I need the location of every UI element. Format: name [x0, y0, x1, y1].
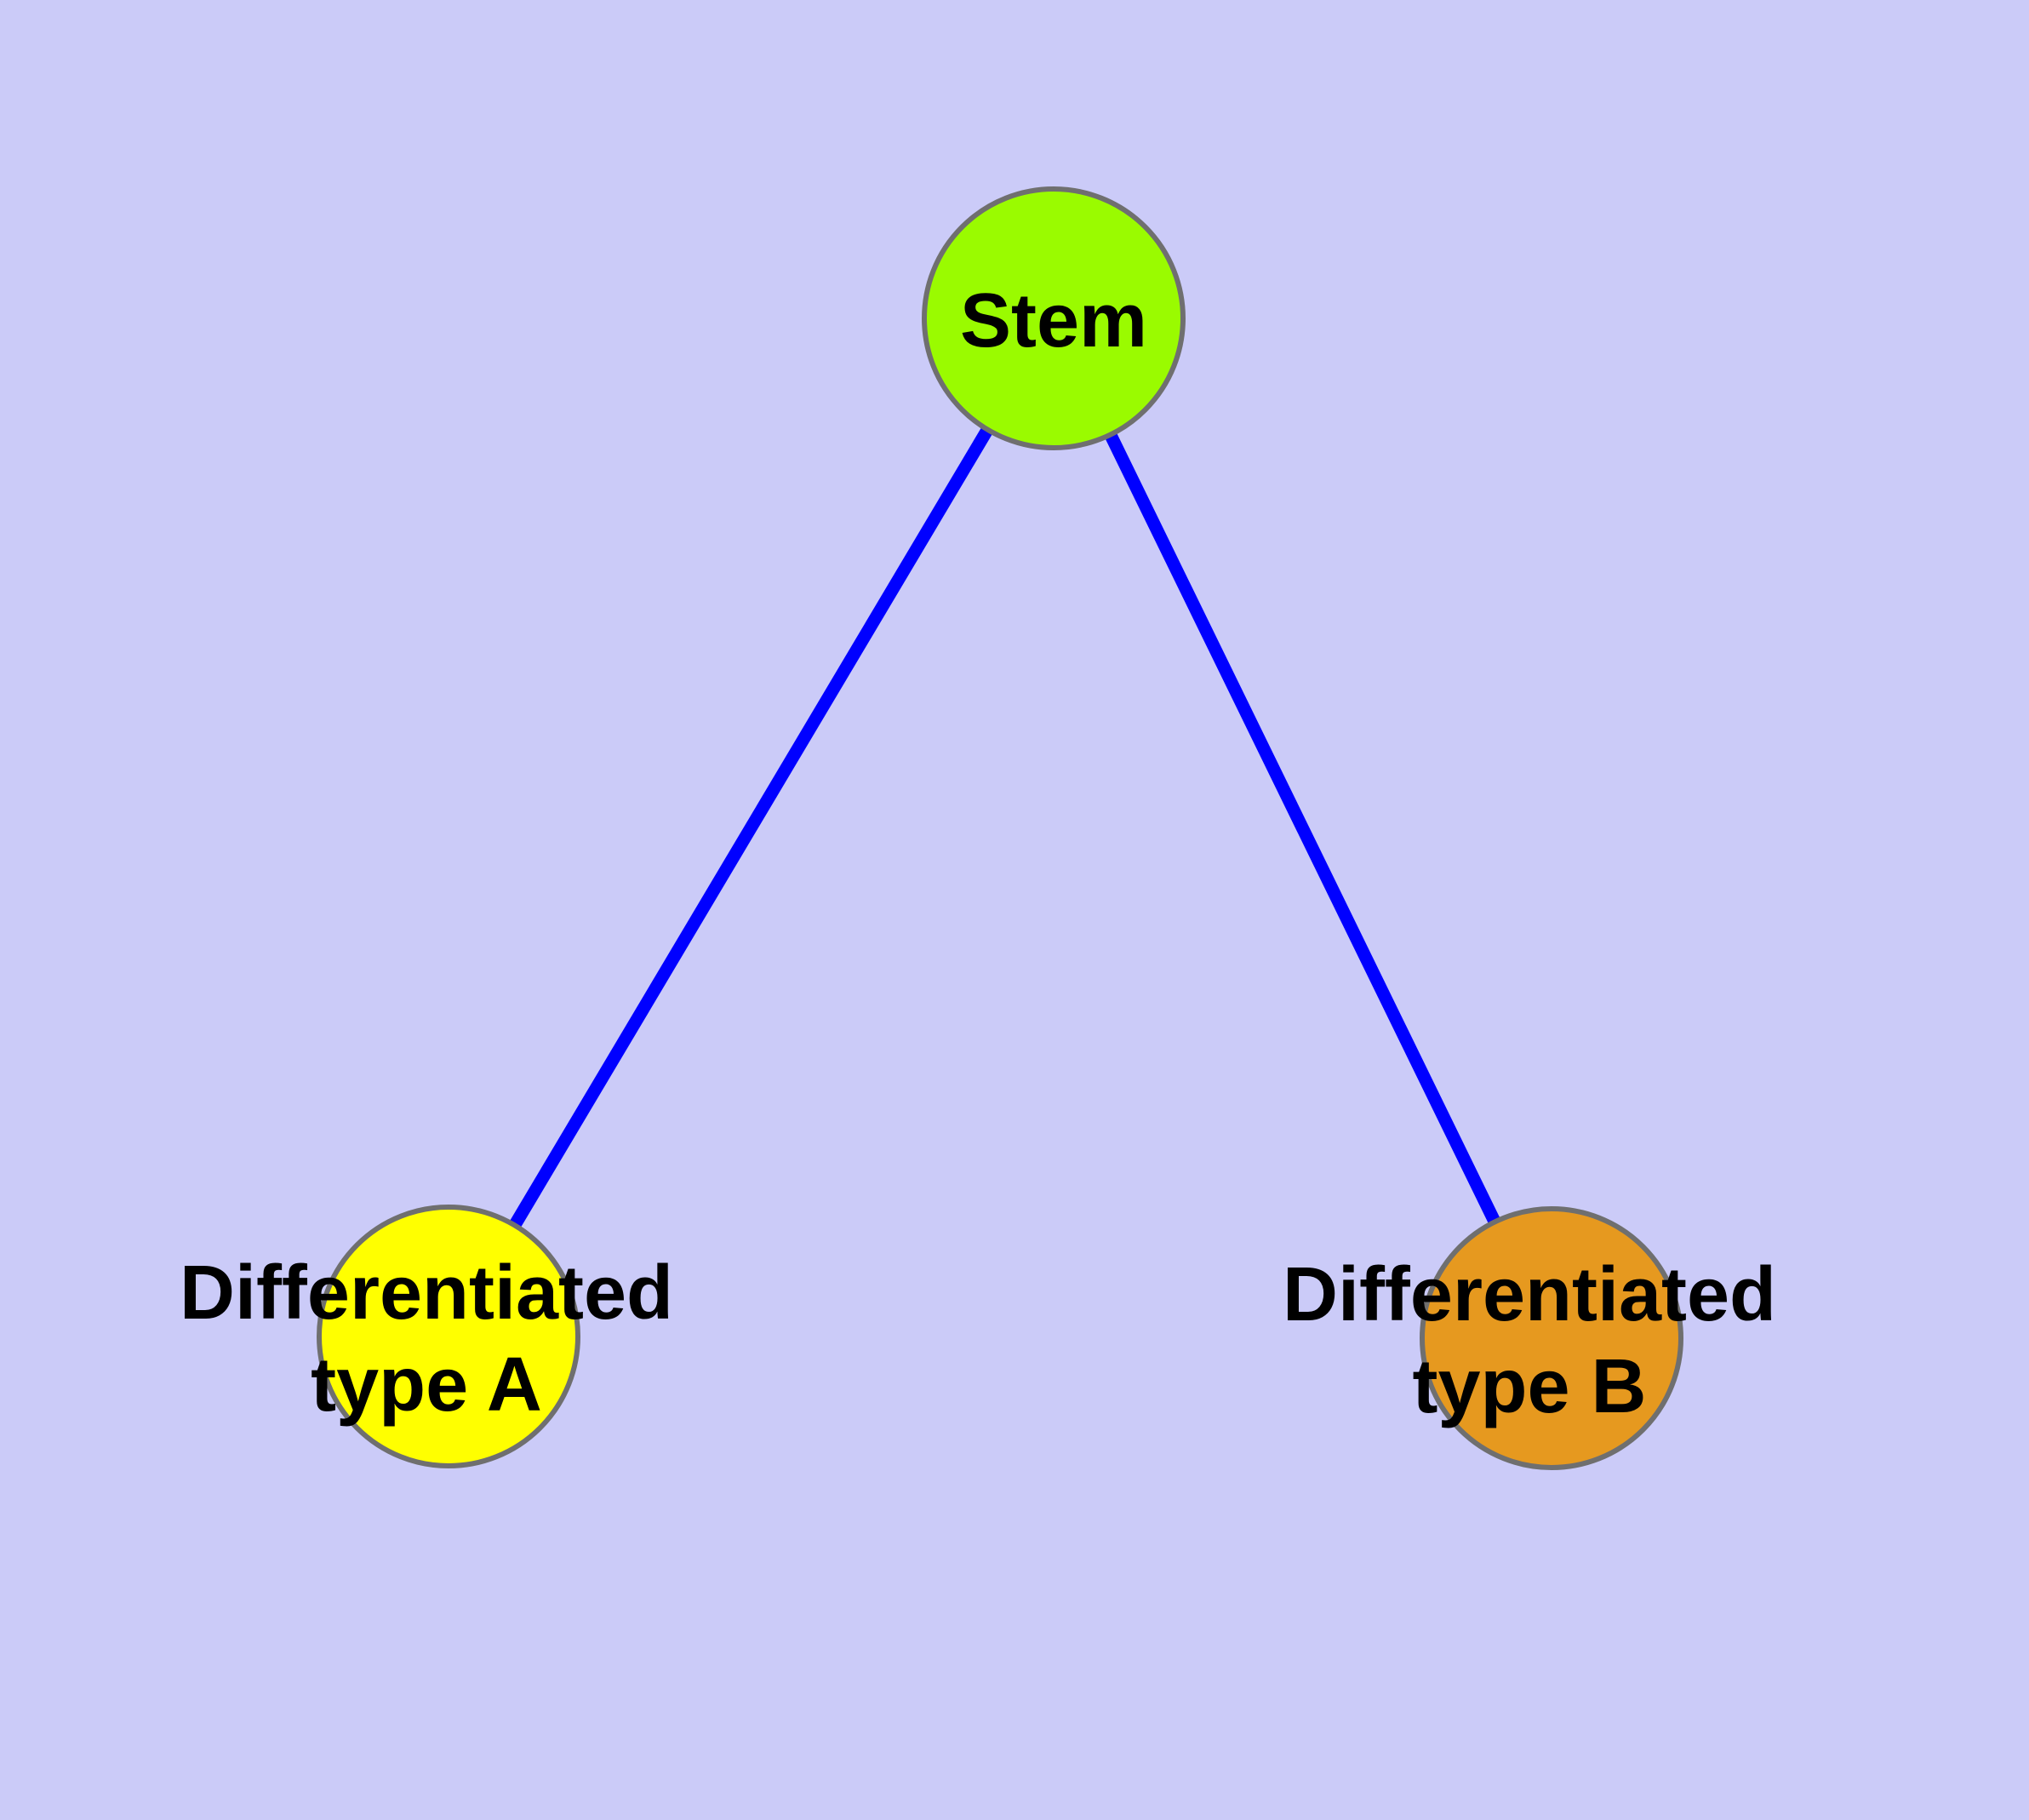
node-stem — [922, 186, 1186, 450]
node-label-diff-b-line2: type B — [1412, 1344, 1646, 1429]
node-label-diff-b-line1: Differentiated — [1283, 1252, 1776, 1337]
edge-stem-diff-b — [1048, 315, 1557, 1342]
node-label-diff-a-line2: type A — [311, 1342, 542, 1428]
node-diff-a — [317, 1205, 580, 1468]
edge-stem-diff-a — [443, 315, 1060, 1340]
node-label-stem: Stem — [960, 278, 1147, 363]
node-diff-b — [1420, 1206, 1683, 1470]
node-label-diff-a-line1: Differentiated — [180, 1251, 673, 1336]
